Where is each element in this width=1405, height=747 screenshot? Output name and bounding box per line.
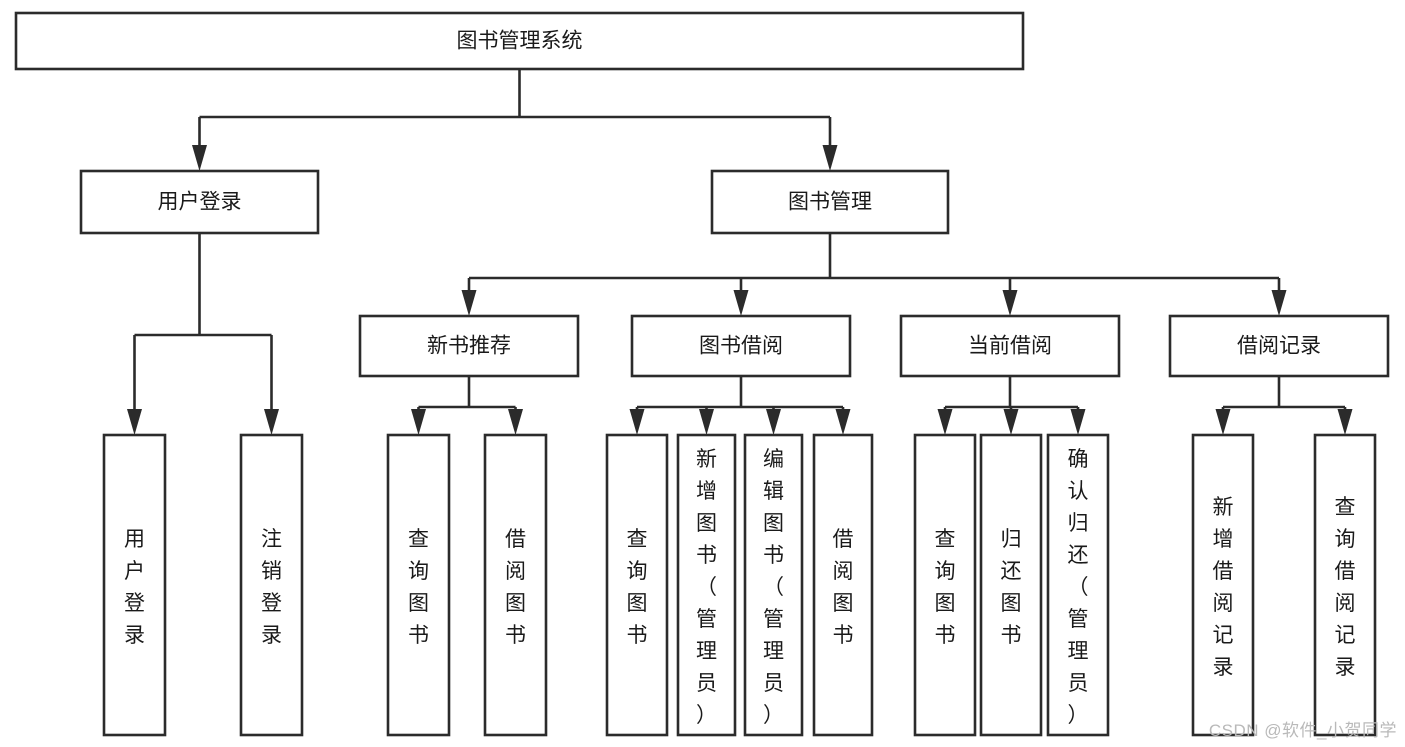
node-box-user-login xyxy=(79,169,320,235)
node-box-borrow-record xyxy=(1168,314,1390,378)
node-label-leaf-add-book-admin: 新增图书（管理员） xyxy=(696,448,717,727)
arrow-head-leaf-query-borrow-record xyxy=(1337,409,1353,435)
node-leaf-user-login[interactable]: 用户登录 xyxy=(102,433,167,737)
arrow-head-leaf-add-book-admin xyxy=(699,409,714,435)
arrow-head-leaf-borrow-book xyxy=(835,409,851,435)
node-label-leaf-user-login: 用户登录 xyxy=(124,528,145,647)
arrow-head-user-login xyxy=(192,145,207,171)
node-root[interactable]: 图书管理系统 xyxy=(14,11,1025,71)
node-label-leaf-borrow-book: 借阅图书 xyxy=(833,528,854,647)
node-leaf-add-borrow-record[interactable]: 新增借阅记录 xyxy=(1191,433,1255,737)
node-box-leaf-return-book xyxy=(979,433,1043,737)
node-box-leaf-edit-book-admin xyxy=(743,433,804,737)
arrow-head-book-borrow xyxy=(733,290,749,316)
node-label-leaf-return-book: 归还图书 xyxy=(1001,528,1022,647)
arrow-head-leaf-query-book-rec xyxy=(411,409,426,435)
node-box-leaf-user-login xyxy=(102,433,167,737)
arrow-head-leaf-borrow-book-rec xyxy=(508,409,523,435)
node-label-leaf-query-borrow-record: 查询借阅记录 xyxy=(1335,496,1356,679)
node-box-leaf-logout-login xyxy=(239,433,304,737)
node-leaf-borrow-book-rec[interactable]: 借阅图书 xyxy=(483,433,548,737)
node-label-book-manage: 图书管理 xyxy=(788,191,872,214)
node-box-root xyxy=(14,11,1025,71)
node-new-book-recommend[interactable]: 新书推荐 xyxy=(358,314,580,378)
node-leaf-logout-login[interactable]: 注销登录 xyxy=(239,433,304,737)
node-leaf-add-book-admin[interactable]: 新增图书（管理员） xyxy=(676,433,737,737)
node-box-leaf-add-borrow-record xyxy=(1191,433,1255,737)
arrow-head-leaf-query-book-borrow xyxy=(629,409,645,435)
node-box-leaf-query-borrow-record xyxy=(1313,433,1377,737)
node-label-leaf-query-book-rec: 查询图书 xyxy=(408,528,429,647)
node-box-book-manage xyxy=(710,169,950,235)
node-box-leaf-query-book-rec xyxy=(386,433,451,737)
node-layer: 图书管理系统用户登录图书管理新书推荐图书借阅当前借阅借阅记录用户登录注销登录查询… xyxy=(14,11,1390,737)
node-box-book-borrow xyxy=(630,314,852,378)
node-label-leaf-confirm-return-admin: 确认归还（管理员） xyxy=(1068,448,1089,727)
node-label-current-borrow: 当前借阅 xyxy=(968,335,1052,358)
arrow-head-current-borrow xyxy=(1002,290,1018,316)
node-leaf-query-book-current[interactable]: 查询图书 xyxy=(913,433,977,737)
arrow-head-book-manage xyxy=(822,145,838,171)
node-label-leaf-query-book-borrow: 查询图书 xyxy=(627,528,648,647)
connector-layer xyxy=(127,69,1353,435)
node-user-login[interactable]: 用户登录 xyxy=(79,169,320,235)
node-box-leaf-query-book-borrow xyxy=(605,433,669,737)
node-book-manage[interactable]: 图书管理 xyxy=(710,169,950,235)
node-leaf-confirm-return-admin[interactable]: 确认归还（管理员） xyxy=(1046,433,1110,737)
arrow-head-borrow-record xyxy=(1271,290,1287,316)
arrow-head-new-book-recommend xyxy=(461,290,477,316)
arrow-head-leaf-user-login xyxy=(127,409,142,435)
arrow-head-leaf-edit-book-admin xyxy=(766,409,781,435)
node-label-borrow-record: 借阅记录 xyxy=(1237,335,1321,358)
node-label-new-book-recommend: 新书推荐 xyxy=(427,335,511,358)
node-leaf-edit-book-admin[interactable]: 编辑图书（管理员） xyxy=(743,433,804,737)
node-book-borrow[interactable]: 图书借阅 xyxy=(630,314,852,378)
node-box-leaf-confirm-return-admin xyxy=(1046,433,1110,737)
node-borrow-record[interactable]: 借阅记录 xyxy=(1168,314,1390,378)
arrow-head-leaf-add-borrow-record xyxy=(1215,409,1231,435)
node-label-root: 图书管理系统 xyxy=(457,30,583,53)
node-leaf-borrow-book[interactable]: 借阅图书 xyxy=(812,433,874,737)
node-label-leaf-borrow-book-rec: 借阅图书 xyxy=(505,528,526,647)
arrow-head-leaf-return-book xyxy=(1003,409,1019,435)
node-leaf-return-book[interactable]: 归还图书 xyxy=(979,433,1043,737)
node-leaf-query-book-rec[interactable]: 查询图书 xyxy=(386,433,451,737)
arrow-head-leaf-logout-login xyxy=(264,409,279,435)
arrow-head-leaf-query-book-current xyxy=(937,409,953,435)
node-label-leaf-add-borrow-record: 新增借阅记录 xyxy=(1213,496,1234,679)
node-current-borrow[interactable]: 当前借阅 xyxy=(899,314,1121,378)
node-box-current-borrow xyxy=(899,314,1121,378)
node-box-leaf-add-book-admin xyxy=(676,433,737,737)
node-label-leaf-query-book-current: 查询图书 xyxy=(935,528,956,647)
node-label-book-borrow: 图书借阅 xyxy=(699,335,783,358)
node-label-leaf-logout-login: 注销登录 xyxy=(261,528,282,647)
watermark-label: CSDN @软件_小贺同学 xyxy=(1208,721,1397,740)
node-label-leaf-edit-book-admin: 编辑图书（管理员） xyxy=(763,448,784,727)
node-box-leaf-borrow-book xyxy=(812,433,874,737)
node-box-leaf-borrow-book-rec xyxy=(483,433,548,737)
node-box-new-book-recommend xyxy=(358,314,580,378)
node-label-user-login: 用户登录 xyxy=(158,191,242,214)
arrow-head-leaf-confirm-return-admin xyxy=(1070,409,1086,435)
node-leaf-query-borrow-record[interactable]: 查询借阅记录 xyxy=(1313,433,1377,737)
node-box-leaf-query-book-current xyxy=(913,433,977,737)
node-leaf-query-book-borrow[interactable]: 查询图书 xyxy=(605,433,669,737)
